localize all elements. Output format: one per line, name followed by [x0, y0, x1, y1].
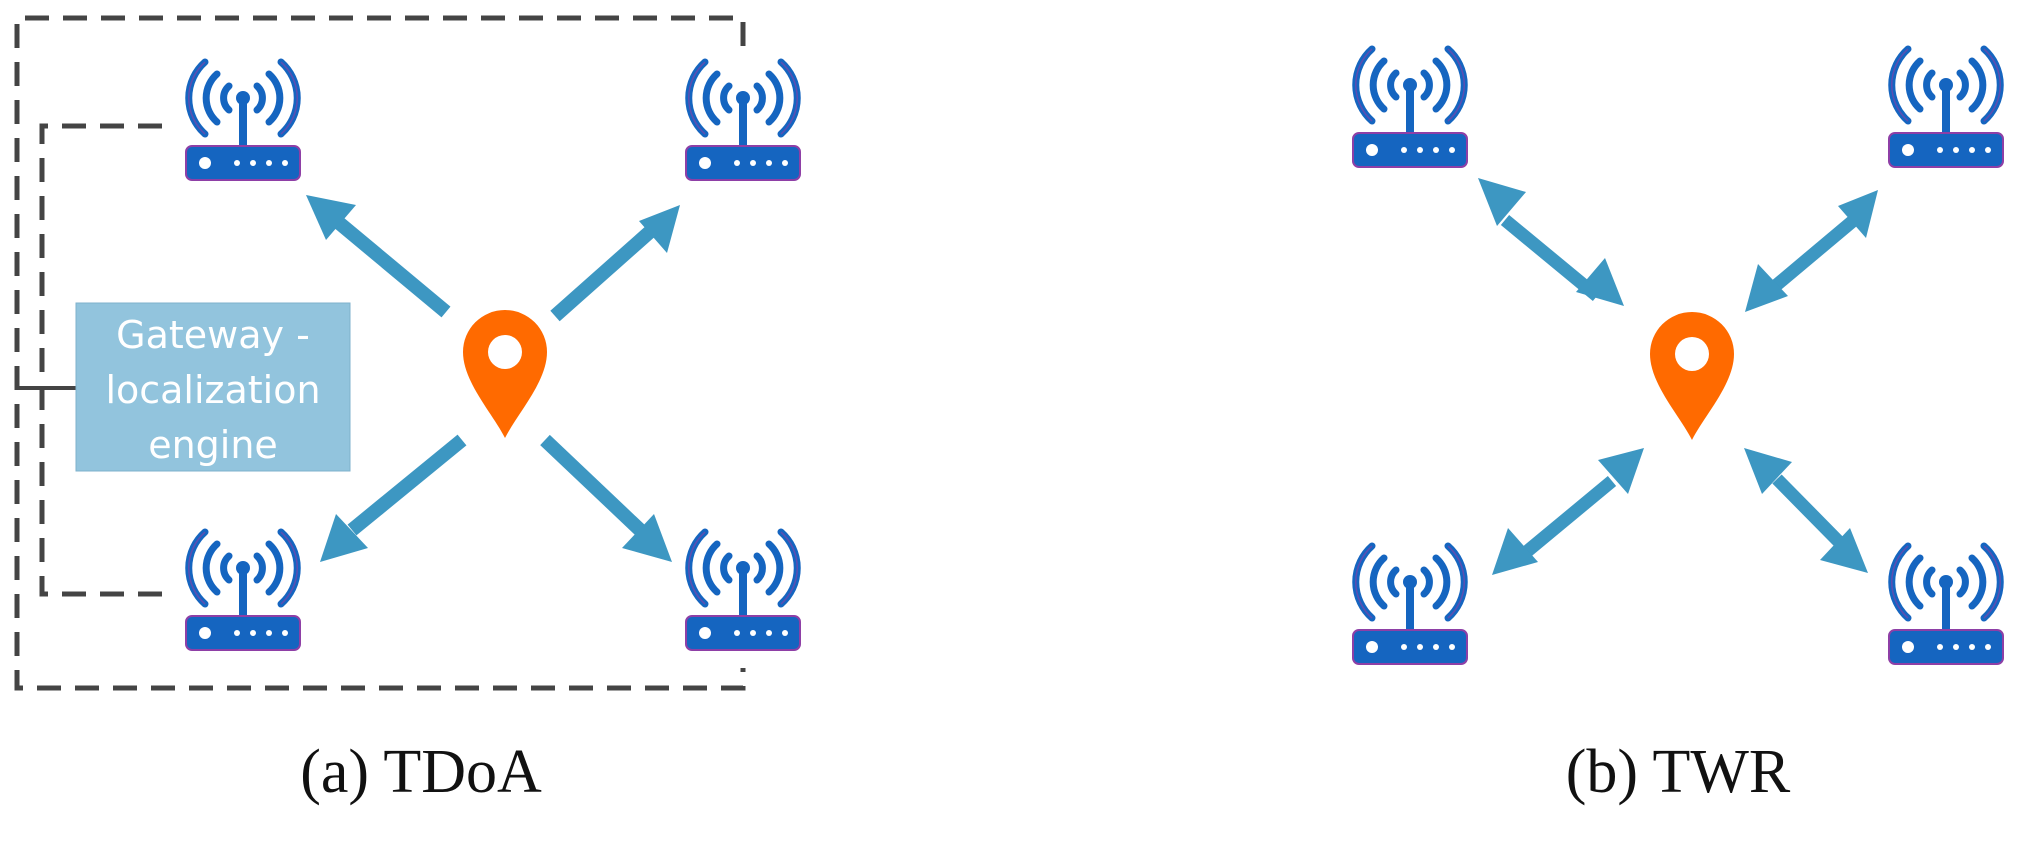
arrow-top-left [306, 195, 451, 318]
location-pin-icon [1650, 312, 1734, 440]
gateway-box: Gateway - localization engine [75, 302, 351, 472]
gateway-label-line-2: localization [105, 368, 320, 412]
tdoa-arrows [306, 195, 680, 562]
gateway-connections [14, 15, 746, 691]
router-icon [1889, 546, 2003, 664]
arrow-bottom-left [320, 434, 467, 562]
gateway-label-line-3: engine [148, 423, 278, 467]
gateway-label-line-1: Gateway - [116, 313, 310, 357]
router-icon [186, 62, 300, 180]
arrow-top-right [550, 205, 680, 322]
arrow-bottom-right [540, 434, 672, 562]
panel-twr: (b) TWR [1353, 49, 2003, 806]
double-arrow-top-left [1478, 178, 1624, 306]
double-arrow-top-right [1745, 190, 1878, 312]
router-icon [1353, 546, 1467, 664]
double-arrow-bottom-left [1492, 448, 1644, 575]
panel-tdoa: Gateway - localization engine [14, 15, 800, 806]
router-icon [686, 62, 800, 180]
twr-arrows [1478, 178, 1878, 575]
panel-caption: (b) TWR [1566, 738, 1791, 806]
router-icon [1353, 49, 1467, 167]
router-icon [186, 532, 300, 650]
router-icon [686, 532, 800, 650]
location-pin-icon [463, 310, 547, 438]
double-arrow-bottom-right [1744, 448, 1868, 573]
router-icon [1889, 49, 2003, 167]
panel-caption: (a) TDoA [300, 738, 542, 806]
